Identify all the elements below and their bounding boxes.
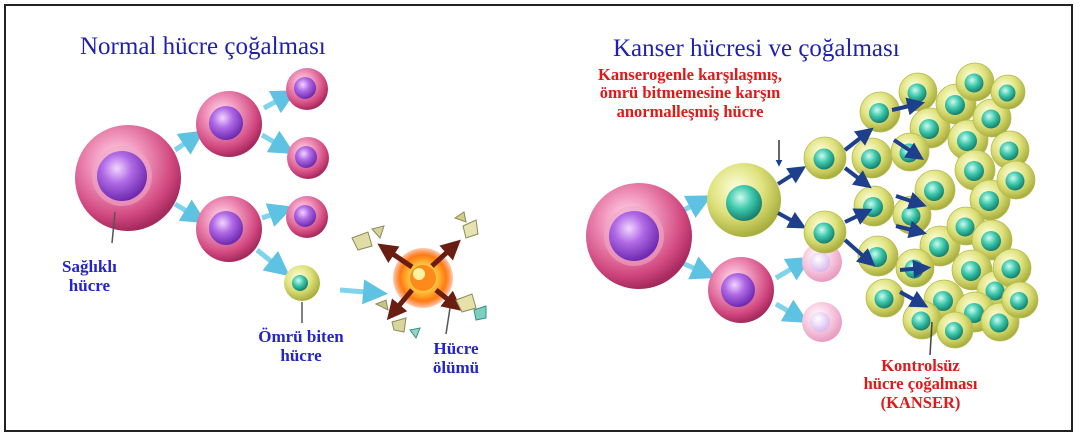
cancer-cell	[993, 249, 1031, 287]
uncontrolled-label-line: (KANSER)	[848, 394, 993, 412]
abnormal-cell-label: Kanserogenle karşılaşmış, ömrü bitmemesi…	[570, 66, 810, 121]
cancer-cell	[997, 161, 1035, 199]
carcinogen-label-line: Kanserogenle karşılaşmış,	[570, 66, 810, 84]
abnormal-cell	[707, 140, 781, 237]
pale-granddaughter-cell	[802, 302, 842, 342]
cancer-cell	[937, 312, 973, 348]
healthy-mother-cell	[586, 183, 692, 289]
uncontrolled-label-line: Kontrolsüz	[848, 357, 993, 375]
uncontrolled-label-line: hücre çoğalması	[848, 375, 993, 393]
aging-label-line: hücre	[245, 346, 357, 365]
carcinogen-label-line: anormalleşmiş hücre	[570, 103, 810, 121]
daughter-cell	[196, 196, 262, 262]
aging-cell	[284, 265, 320, 323]
granddaughter-cell	[286, 68, 328, 110]
cell-death-burst	[352, 212, 486, 338]
uncontrolled-growth-label: Kontrolsüz hücre çoğalması (KANSER)	[848, 357, 993, 412]
aging-label-line: Ömrü biten	[245, 327, 357, 346]
cancer-cell	[991, 75, 1025, 109]
cell-death-label: Hücre ölümü	[420, 339, 492, 377]
healthy-label-line: hücre	[62, 276, 117, 295]
proliferation-arrows	[778, 170, 800, 225]
normal-title: Normal hücre çoğalması	[80, 33, 326, 61]
cancer-title: Kanser hücresi ve çoğalması	[613, 35, 900, 63]
granddaughter-cell	[286, 196, 328, 238]
death-label-line: Hücre	[420, 339, 492, 358]
cancer-cell	[854, 186, 894, 226]
carcinogen-label-line: ömrü bitmemesine karşın	[570, 84, 810, 102]
healthy-mother-cell	[75, 125, 181, 243]
cancer-cell	[804, 137, 846, 179]
granddaughter-cell	[287, 137, 329, 179]
cancer-cell	[866, 279, 904, 317]
cancer-cell	[1002, 282, 1038, 318]
normal-proliferation-panel	[75, 68, 486, 338]
healthy-label-line: Sağlıklı	[62, 257, 117, 276]
cancer-cell	[852, 138, 892, 178]
cancer-cell	[804, 211, 846, 253]
death-label-line: ölümü	[420, 358, 492, 377]
healthy-cell-label: Sağlıklı hücre	[62, 257, 117, 295]
cancer-cell	[956, 63, 994, 101]
daughter-cell	[708, 257, 774, 323]
cancer-cell	[903, 301, 941, 339]
daughter-cell	[196, 91, 262, 157]
cancer-cell	[860, 92, 900, 132]
aging-cell-label: Ömrü biten hücre	[245, 327, 357, 365]
